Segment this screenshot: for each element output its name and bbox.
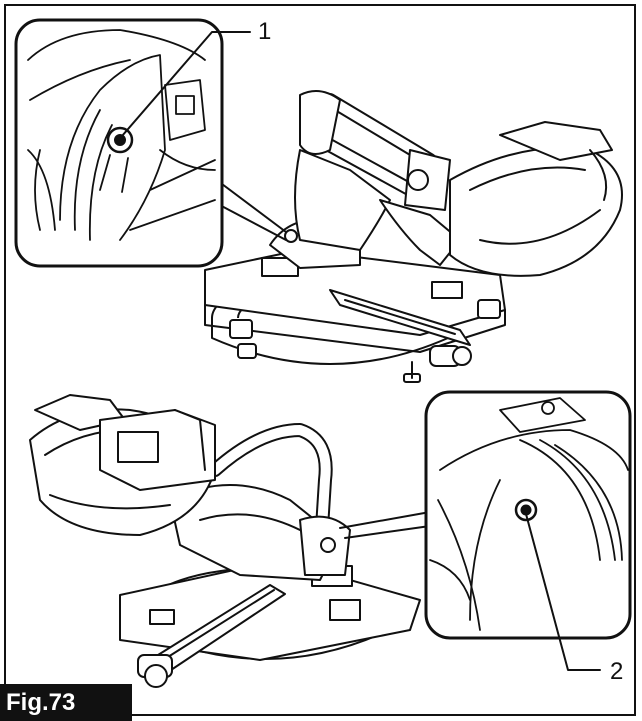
bottom-inset-detail <box>339 390 632 671</box>
figure-label: Fig.73 <box>0 684 132 721</box>
top-inset-detail <box>14 18 287 268</box>
callout-2: 2 <box>610 658 624 685</box>
bottom-saw-drawing <box>29 394 421 688</box>
callout-1: 1 <box>258 18 272 45</box>
figure-label-text: Fig.73 <box>6 688 76 716</box>
top-saw-drawing <box>204 90 623 383</box>
